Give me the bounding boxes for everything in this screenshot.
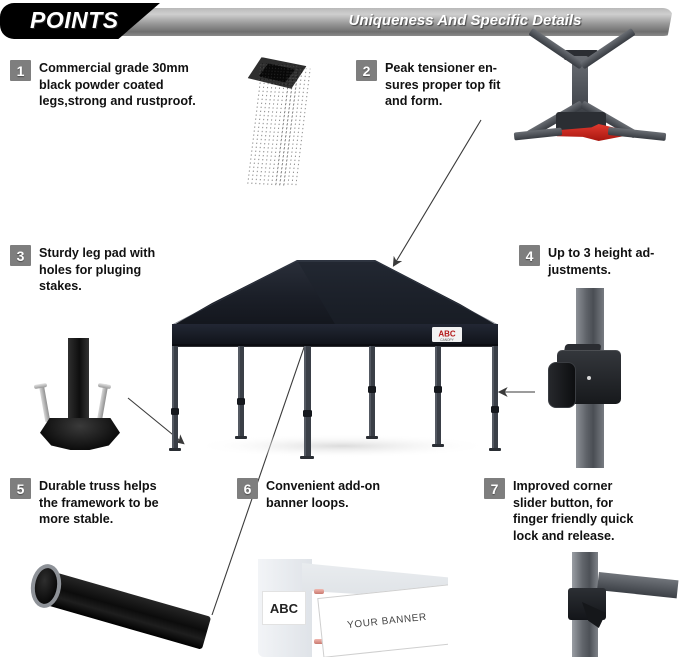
adjust-pin-hole — [587, 376, 591, 380]
banner-clip-bottom — [314, 639, 324, 644]
svg-text:CANOPY: CANOPY — [440, 338, 454, 342]
canopy-tent-image: ABC CANOPY — [160, 258, 512, 478]
truss-tube-body — [40, 570, 212, 650]
callout-2-text: Peak tensioner en- sures proper top fit … — [385, 61, 501, 108]
callout-7-badge: 7 — [484, 478, 505, 499]
header-banner: Uniqueness And Specific Details POINTS — [0, 3, 679, 41]
stake-right-hook — [97, 382, 112, 390]
callout-4-text: Up to 3 height ad- justments. — [548, 246, 655, 277]
truss-arm-left-out — [513, 127, 563, 141]
callout-6: 6 Convenient add-on banner loops. — [237, 478, 427, 511]
header-subtitle: Uniqueness And Specific Details — [348, 12, 582, 29]
callout-6-badge: 6 — [237, 478, 258, 499]
banner-clip-top — [314, 589, 324, 594]
callout-3: 3 Sturdy leg pad with holes for pluging … — [10, 245, 200, 295]
callout-2-badge: 2 — [356, 60, 377, 81]
callout-3-text: Sturdy leg pad with holes for pluging st… — [39, 246, 156, 293]
callout-5: 5 Durable truss helps the framework to b… — [10, 478, 190, 528]
tensioner-top-plate — [564, 50, 598, 60]
banner-sheet-text: YOUR BANNER — [346, 611, 428, 631]
svg-text:ABC: ABC — [438, 330, 456, 339]
banner-loops-photo: ABC YOUR BANNER — [258, 553, 448, 657]
callout-7: 7 Improved corner slider button, for fin… — [484, 478, 674, 544]
callout-4: 4 Up to 3 height ad- justments. — [519, 245, 674, 278]
pad-leg-tube — [68, 338, 89, 430]
header-tag-label: POINTS — [30, 7, 119, 33]
callout-6-text: Convenient add-on banner loops. — [266, 479, 381, 510]
truss-tube-photo — [25, 552, 212, 652]
callout-1-text: Commercial grade 30mm black powder coate… — [39, 61, 196, 108]
leg-pad-photo — [18, 338, 148, 464]
callout-2: 2 Peak tensioner en- sures proper top fi… — [356, 60, 506, 110]
pad-base-plate — [40, 418, 120, 450]
height-adjust-photo — [540, 288, 650, 468]
stake-left — [38, 383, 51, 423]
callout-3-badge: 3 — [10, 245, 31, 266]
banner-sheet: YOUR BANNER — [317, 584, 448, 657]
callout-5-badge: 5 — [10, 478, 31, 499]
callout-5-text: Durable truss helps the framework to be … — [39, 479, 159, 526]
corner-truss-arm — [597, 572, 679, 599]
callout-1: 1 Commercial grade 30mm black powder coa… — [10, 60, 220, 110]
stake-right — [96, 383, 109, 423]
callout-7-text: Improved corner slider button, for finge… — [513, 479, 634, 543]
callout-1-badge: 1 — [10, 60, 31, 81]
banner-brand-logo: ABC — [262, 591, 306, 625]
corner-slider-photo — [520, 552, 679, 657]
adjust-push-button — [548, 362, 576, 408]
leg-tube-photo — [228, 52, 338, 187]
truss-arm-right-out — [607, 126, 667, 142]
peak-tensioner-photo — [512, 28, 672, 178]
callout-4-badge: 4 — [519, 245, 540, 266]
